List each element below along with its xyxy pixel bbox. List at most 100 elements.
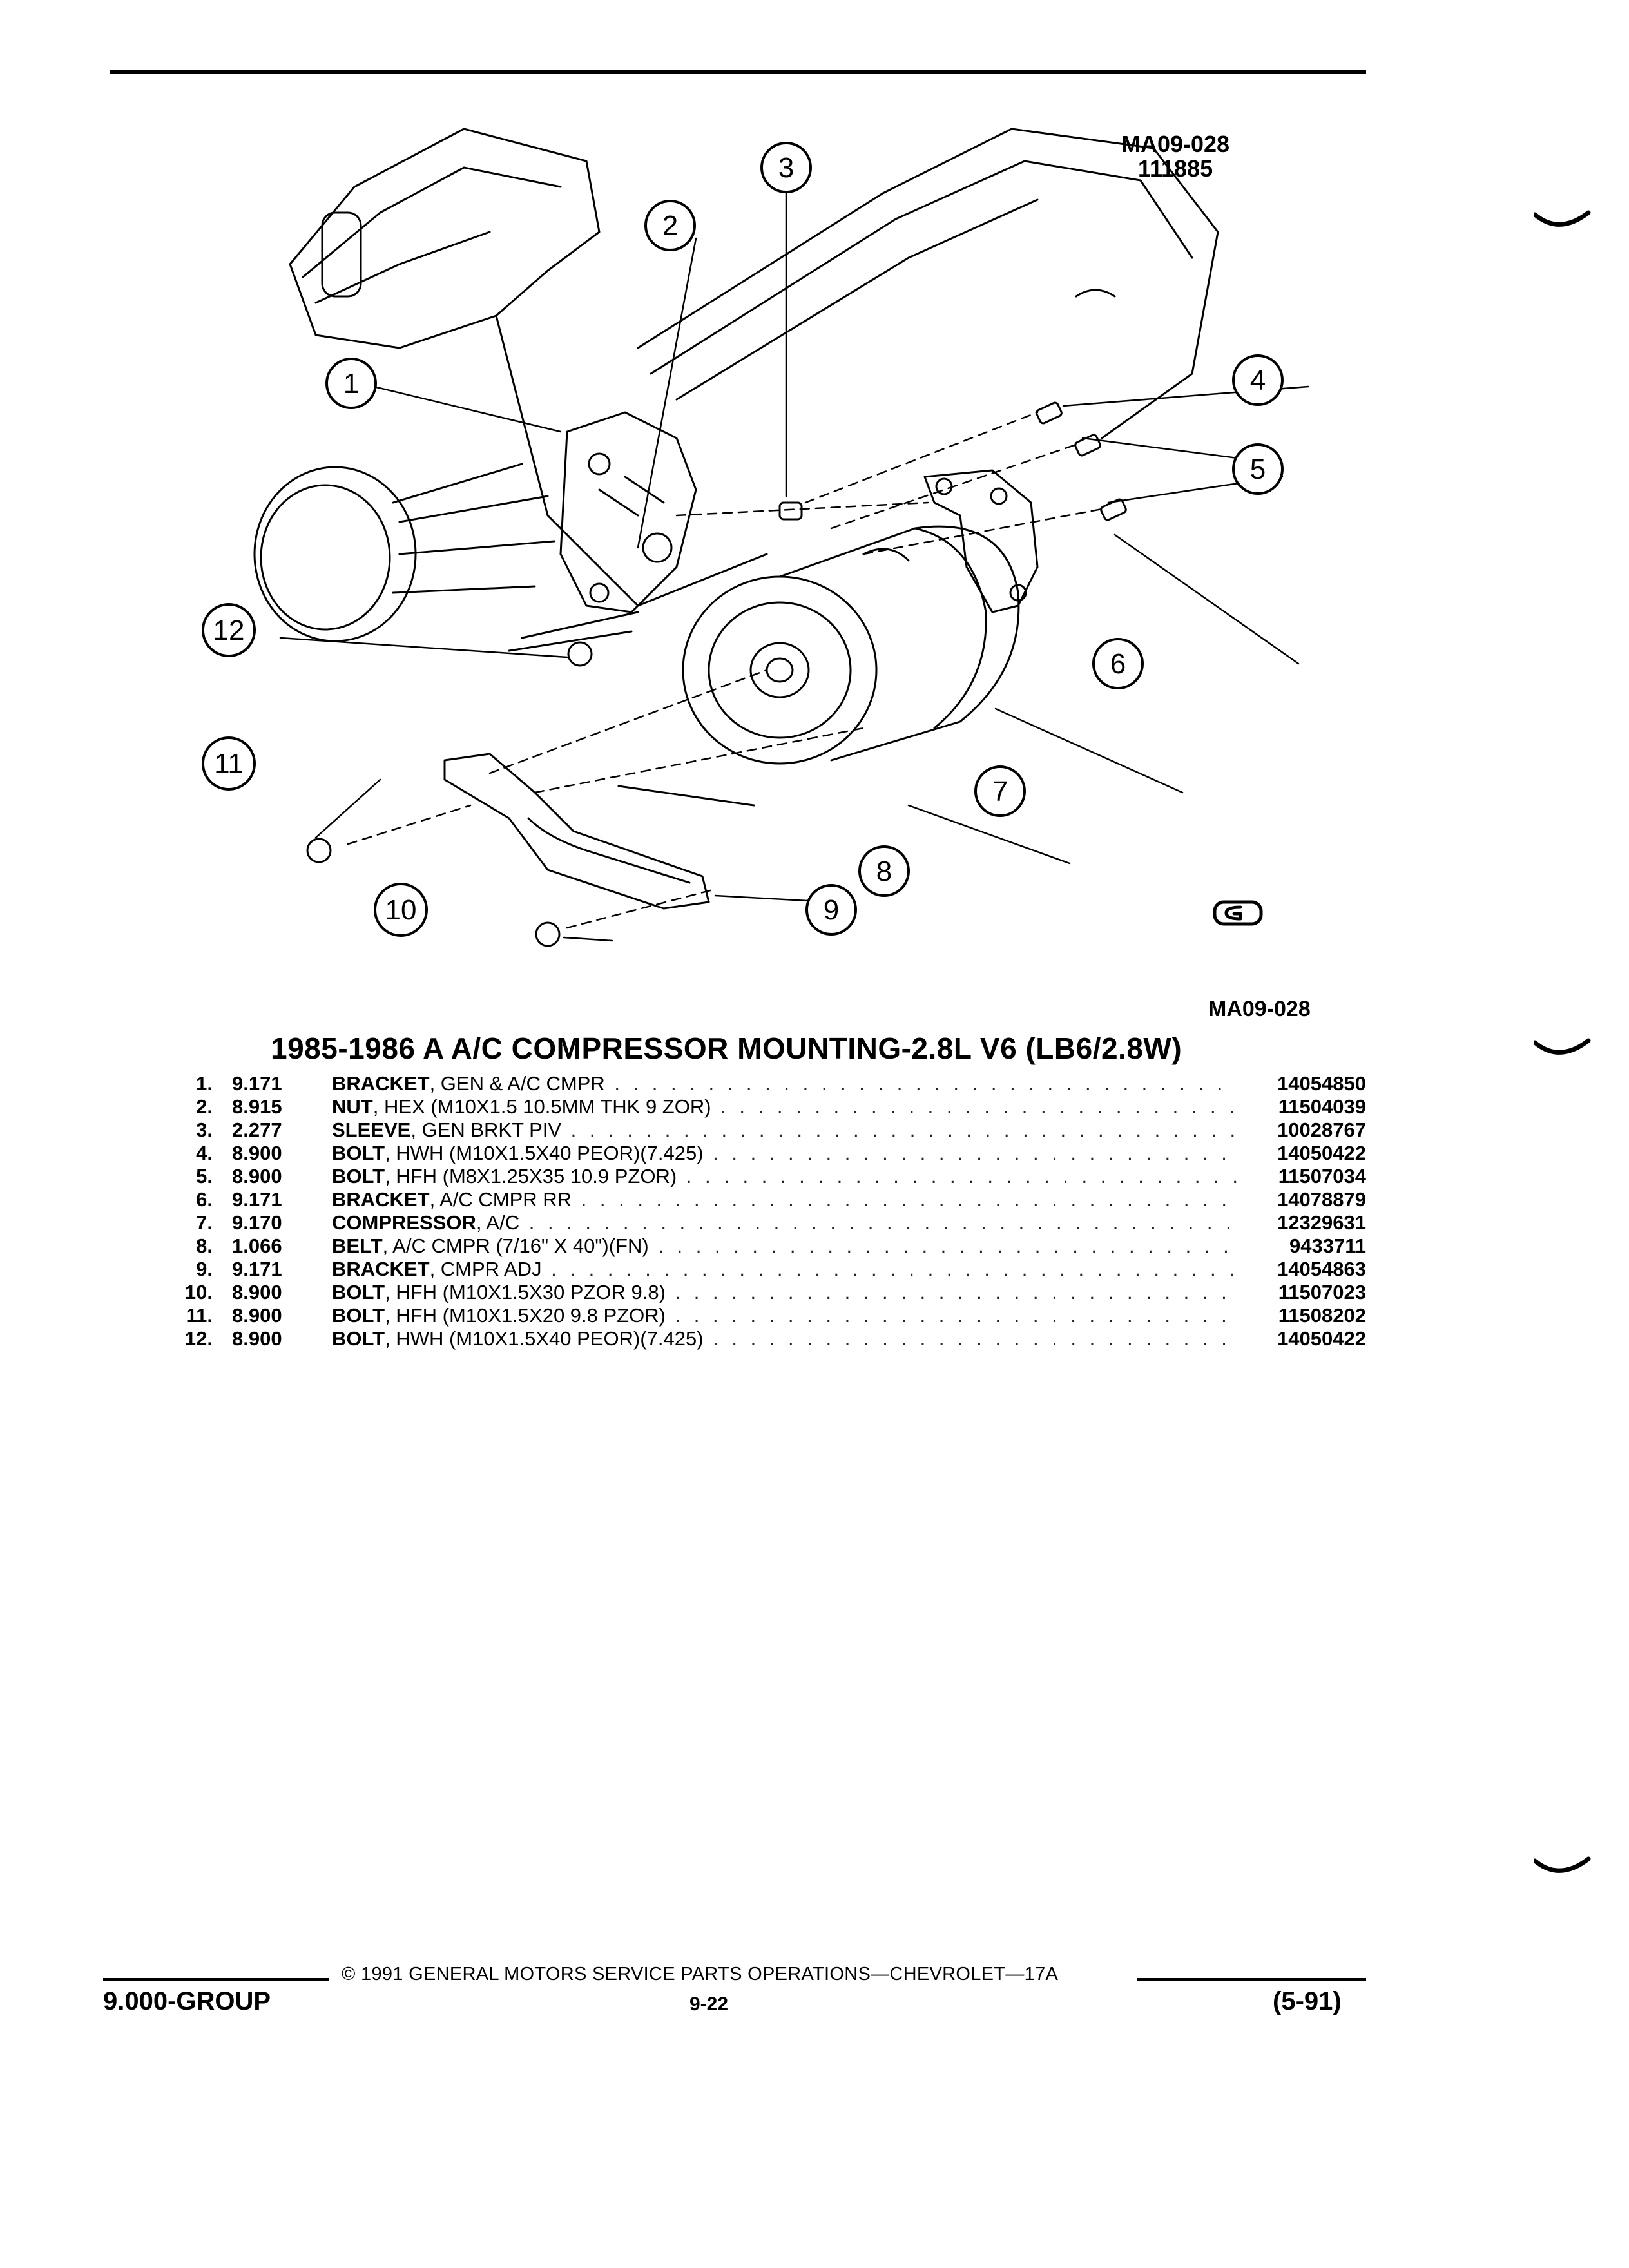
leader-dots: . . . . . . . . . . . . . . . . . . . . … (551, 1258, 1237, 1280)
callout-6-label: 6 (1110, 648, 1126, 680)
row-description: BOLT, HWH (M10X1.5X40 PEOR)(7.425) . . .… (316, 1327, 1237, 1350)
row-part-number: 14054850 (1277, 1072, 1366, 1095)
row-code: 8.900 (232, 1165, 282, 1187)
callout-1-label: 1 (343, 368, 359, 399)
callout-6: 6 (1092, 638, 1144, 689)
figure-code-bottom: MA09-028 (1208, 997, 1311, 1021)
footer-rule-left (103, 1978, 329, 1981)
rear-bracket (923, 469, 1039, 613)
row-description: BRACKET, GEN & A/C CMPR . . . . . . . . … (316, 1072, 1237, 1095)
row-part-number: 14050422 (1277, 1327, 1366, 1350)
row-code: 8.900 (232, 1327, 282, 1350)
leader-dots: . . . . . . . . . . . . . . . . . . . . … (713, 1327, 1237, 1350)
parts-table-title: 1985-1986 A A/C COMPRESSOR MOUNTING-2.8L… (271, 1032, 1182, 1065)
row-part-number: 14054863 (1277, 1258, 1366, 1280)
row-index: 3. (196, 1119, 213, 1141)
row-index: 6. (196, 1188, 213, 1211)
leader-dots: . . . . . . . . . . . . . . . . . . . . … (528, 1211, 1237, 1234)
row-description: BRACKET, A/C CMPR RR . . . . . . . . . .… (316, 1188, 1237, 1211)
margin-mark-1 (1534, 210, 1591, 227)
row-part-number: 11507034 (1278, 1165, 1366, 1187)
compressor-mounting-diagram: 1 2 3 4 5 6 7 8 9 10 11 12 (202, 128, 1309, 947)
leader-dots: . . . . . . . . . . . . . . . . . . . . … (686, 1165, 1237, 1187)
margin-mark-3 (1534, 1856, 1591, 1873)
row-description: COMPRESSOR, A/C . . . . . . . . . . . . … (316, 1211, 1237, 1235)
row-code: 2.277 (232, 1119, 282, 1141)
callout-8: 8 (858, 845, 910, 897)
margin-mark-2 (1534, 1038, 1591, 1055)
row-index: 10. (184, 1281, 213, 1303)
belt (508, 611, 755, 807)
row-description: BOLT, HWH (M10X1.5X40 PEOR)(7.425) . . .… (316, 1142, 1237, 1165)
engine-outline (289, 128, 1219, 607)
footer-group: 9.000-GROUP (103, 1987, 271, 2015)
callout-8-label: 8 (876, 856, 892, 887)
footer-page-number: 9-22 (689, 1994, 729, 2015)
fasteners (306, 401, 1127, 947)
row-part-number: 9433711 (1289, 1235, 1366, 1257)
row-spec: , GEN & A/C CMPR (429, 1072, 605, 1095)
footer-rule-right (1137, 1978, 1366, 1981)
callout-9: 9 (805, 884, 857, 936)
callout-12: 12 (202, 603, 256, 657)
callout-2-label: 2 (662, 210, 678, 242)
row-part-number: 11504039 (1278, 1095, 1366, 1118)
row-index: 7. (196, 1211, 213, 1234)
callout-11-label: 11 (214, 748, 244, 780)
row-index: 1. (196, 1072, 213, 1095)
leader-dots: . . . . . . . . . . . . . . . . . . . . … (614, 1072, 1237, 1095)
callout-5-label: 5 (1250, 454, 1266, 485)
callout-4: 4 (1232, 354, 1284, 406)
row-description: SLEEVE, GEN BRKT PIV . . . . . . . . . .… (316, 1119, 1237, 1142)
row-name: BOLT (332, 1142, 385, 1164)
callout-10-label: 10 (385, 894, 417, 926)
row-name: BOLT (332, 1304, 385, 1327)
row-spec: , A/C (476, 1211, 520, 1234)
row-description: BOLT, HFH (M10X1.5X20 9.8 PZOR) . . . . … (316, 1304, 1237, 1327)
row-name: BRACKET (332, 1188, 430, 1211)
row-part-number: 10028767 (1277, 1119, 1366, 1141)
upper-bracket (559, 411, 697, 613)
callout-11: 11 (202, 736, 256, 791)
row-part-number: 14078879 (1277, 1188, 1366, 1211)
row-spec: , A/C CMPR (7/16" X 40")(FN) (382, 1235, 649, 1257)
row-spec: , HFH (M10X1.5X20 9.8 PZOR) (385, 1304, 666, 1327)
crank-pulley (253, 463, 555, 642)
adjust-bracket (443, 753, 710, 910)
figure-code-top-label: MA09-028 (1121, 131, 1230, 157)
row-name: BOLT (332, 1327, 385, 1350)
row-spec: , GEN BRKT PIV (410, 1119, 562, 1141)
callout-12-label: 12 (213, 615, 245, 646)
row-part-number: 14050422 (1277, 1142, 1366, 1164)
row-index: 11. (186, 1304, 213, 1327)
leader-lines (279, 179, 1309, 942)
row-index: 12. (184, 1327, 213, 1350)
callout-3-label: 3 (778, 152, 794, 184)
table-row: 12. 8.900 BOLT, HWH (M10X1.5X40 PEOR)(7.42… (151, 1327, 1366, 1350)
row-code: 9.171 (232, 1258, 282, 1280)
leader-dots: . . . . . . . . . . . . . . . . . . . . … (658, 1235, 1237, 1257)
row-part-number: 12329631 (1277, 1211, 1366, 1234)
row-part-number: 11507023 (1278, 1281, 1366, 1303)
row-index: 5. (196, 1165, 213, 1187)
row-description: NUT, HEX (M10X1.5 10.5MM THK 9 ZOR) . . … (316, 1095, 1237, 1119)
leader-dots: . . . . . . . . . . . . . . . . . . . . … (675, 1281, 1237, 1303)
row-code: 8.900 (232, 1304, 282, 1327)
row-name: SLEEVE (332, 1119, 411, 1141)
callout-2: 2 (644, 200, 696, 251)
row-description: BOLT, HFH (M8X1.25X35 10.9 PZOR) . . . .… (316, 1165, 1237, 1188)
row-name: BOLT (332, 1165, 385, 1187)
figure-code-top-sub: 111885 (1137, 155, 1213, 182)
leader-dots: . . . . . . . . . . . . . . . . . . . . … (675, 1304, 1237, 1327)
table-row: 3. 2.277 SLEEVE, GEN BRKT PIV . . . . . . … (151, 1119, 1366, 1142)
table-row: 11. 8.900 BOLT, HFH (M10X1.5X20 9.8 PZOR) … (151, 1304, 1366, 1327)
footer-date: (5-91) (1273, 1987, 1342, 2015)
row-spec: , HWH (M10X1.5X40 PEOR)(7.425) (385, 1142, 704, 1164)
callout-7-label: 7 (992, 776, 1008, 807)
